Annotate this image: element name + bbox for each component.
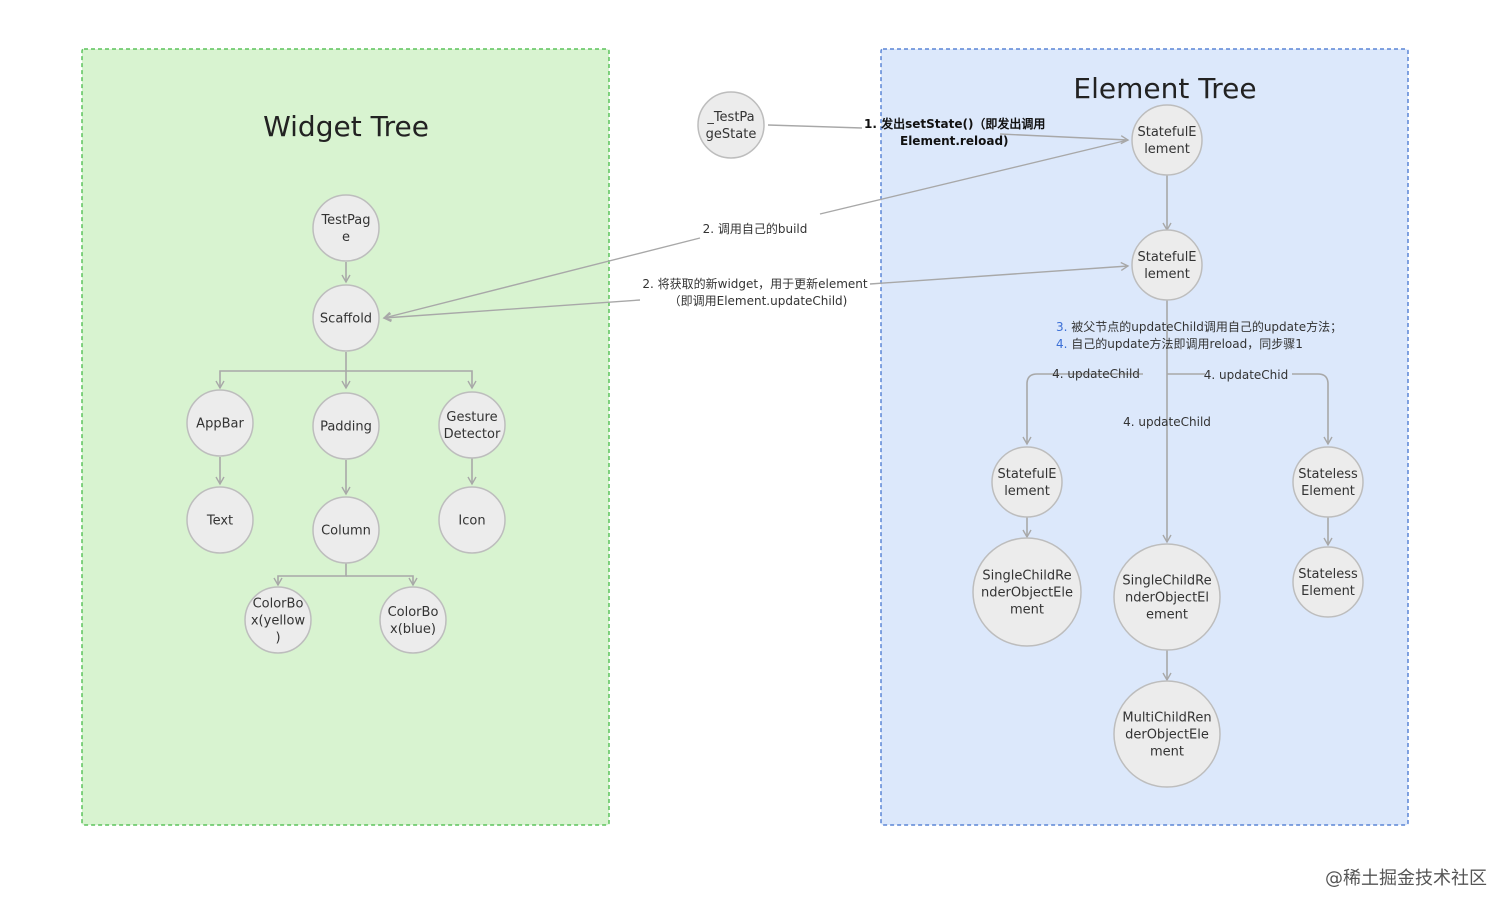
node-stateful-element-top-label-2: lement [1144, 142, 1190, 157]
node-stateless-element-right-label-1: Stateless [1298, 467, 1358, 482]
node-stateful-element-mid-circle [1131, 229, 1203, 301]
node-single-child-left-label-3: ment [1010, 603, 1044, 618]
node-testpage-state-label-1: _TestPa [706, 110, 754, 125]
node-stateful-element-top-label-1: StatefulE [1137, 125, 1196, 140]
node-stateful-element-mid-label-2: lement [1144, 267, 1190, 282]
element-tree-edges [1022, 175, 1333, 682]
node-testpage-label-1: TestPag [320, 213, 370, 228]
step4-text: 自己的update方法即调用reload，同步骤1 [1067, 336, 1302, 351]
cross-edges [382, 124, 1130, 323]
update-child-right-label: 4. updateChid [1204, 368, 1288, 382]
node-appbar: AppBar [186, 389, 254, 457]
node-colorbox-blue-label-1: ColorBo [388, 605, 439, 620]
node-testpage-state-label-2: geState [706, 127, 757, 142]
node-appbar-circle [186, 389, 254, 457]
node-padding-circle [312, 392, 380, 460]
node-stateless-element-bottom-label-2: Element [1301, 584, 1355, 599]
node-single-child-center-label-2: nderObjectEl [1125, 591, 1209, 606]
step3-number: 3. [1056, 320, 1067, 334]
node-stateless-element-right-circle [1292, 446, 1364, 518]
node-padding-label-1: Padding [320, 420, 372, 435]
node-multi-child-label-1: MultiChildRen [1122, 711, 1211, 726]
node-testpage-state: _TestPa geState [697, 91, 765, 159]
node-scaffold-label-1: Scaffold [320, 312, 372, 327]
node-testpage: TestPag e [312, 194, 380, 262]
node-padding: Padding [312, 392, 380, 460]
element-tree-title: Element Tree [1073, 72, 1256, 105]
node-single-child-left-label-1: SingleChildRe [982, 569, 1071, 584]
node-multi-child-label-2: derObjectEle [1125, 728, 1209, 743]
node-column-label-1: Column [321, 524, 371, 539]
step4-number: 4. [1056, 337, 1067, 351]
node-single-child-left: SingleChildRe nderObjectEle ment [972, 537, 1082, 647]
node-multi-child: MultiChildRen derObjectEle ment [1113, 680, 1221, 788]
watermark-label: @稀土掘金技术社区 [1325, 868, 1487, 889]
setstate-label-line2: Element.reload) [900, 134, 1009, 148]
node-stateful-element-top: StatefulE lement [1131, 104, 1203, 176]
node-column: Column [312, 496, 380, 564]
widget-tree-title: Widget Tree [263, 110, 429, 143]
node-text-label-1: Text [206, 514, 233, 529]
node-colorbox-blue-circle [379, 586, 447, 654]
node-scaffold: Scaffold [312, 284, 380, 352]
update-child-left-label: 4. updateChild [1052, 367, 1140, 381]
node-appbar-label-1: AppBar [196, 417, 244, 432]
node-icon-circle [438, 486, 506, 554]
node-single-child-center: SingleChildRe nderObjectEl ement [1113, 543, 1221, 651]
node-colorbox-yellow: ColorBo x(yellow) [244, 586, 312, 654]
node-icon: Icon [438, 486, 506, 554]
node-stateful-element-left-label-2: lement [1004, 484, 1050, 499]
node-text-circle [186, 486, 254, 554]
node-single-child-left-circle [972, 537, 1082, 647]
new-widget-label-line1: 2. 将获取的新widget，用于更新element [642, 276, 868, 291]
node-gesture-detector-circle [438, 391, 506, 459]
node-gesture-detector-label-1: Gesture [446, 410, 497, 425]
node-colorbox-yellow-circle [244, 586, 312, 654]
node-text: Text [186, 486, 254, 554]
node-single-child-center-label-3: ement [1146, 608, 1188, 623]
node-stateful-element-top-circle [1131, 104, 1203, 176]
node-colorbox-yellow-label-3: ) [275, 631, 280, 646]
node-column-circle [312, 496, 380, 564]
step3-text: 被父节点的updateChild调用自己的update方法； [1067, 319, 1342, 334]
node-stateful-element-left: StatefulE lement [991, 446, 1063, 518]
step4-label: 4. 自己的update方法即调用reload，同步骤1 [1056, 336, 1303, 351]
node-stateless-element-right-label-2: Element [1301, 484, 1355, 499]
node-colorbox-blue: ColorBo x(blue) [379, 586, 447, 654]
node-stateful-element-mid: StatefulE lement [1131, 229, 1203, 301]
node-single-child-center-circle [1113, 543, 1221, 651]
node-testpage-label-2: e [342, 230, 350, 245]
node-multi-child-label-3: ment [1150, 745, 1184, 760]
node-testpage-state-circle [697, 91, 765, 159]
node-icon-label-1: Icon [458, 514, 485, 529]
node-single-child-left-label-2: nderObjectEle [981, 586, 1073, 601]
build-label: 2. 调用自己的build [703, 221, 808, 236]
node-stateless-element-bottom-circle [1292, 546, 1364, 618]
node-stateful-element-left-circle [991, 446, 1063, 518]
new-widget-label-line2: （即调用Element.updateChild) [669, 294, 848, 308]
widget-tree-edges [215, 262, 477, 587]
node-single-child-center-label-1: SingleChildRe [1122, 574, 1211, 589]
node-colorbox-yellow-label-1: ColorBo [253, 597, 304, 612]
node-stateful-element-mid-label-1: StatefulE [1137, 250, 1196, 265]
setstate-label-line1: 1. 发出setState()（即发出调用 [864, 116, 1045, 131]
node-colorbox-yellow-label-2: x(yellow [251, 614, 306, 629]
node-gesture-detector-label-2: Detector [444, 427, 501, 442]
step3-label: 3. 被父节点的updateChild调用自己的update方法； [1056, 319, 1342, 334]
node-testpage-circle [312, 194, 380, 262]
node-stateful-element-left-label-1: StatefulE [997, 467, 1056, 482]
node-colorbox-blue-label-2: x(blue) [390, 622, 436, 637]
node-stateless-element-bottom-label-1: Stateless [1298, 567, 1358, 582]
update-child-center-label: 4. updateChild [1123, 415, 1211, 429]
node-multi-child-circle [1113, 680, 1221, 788]
node-scaffold-circle [312, 284, 380, 352]
